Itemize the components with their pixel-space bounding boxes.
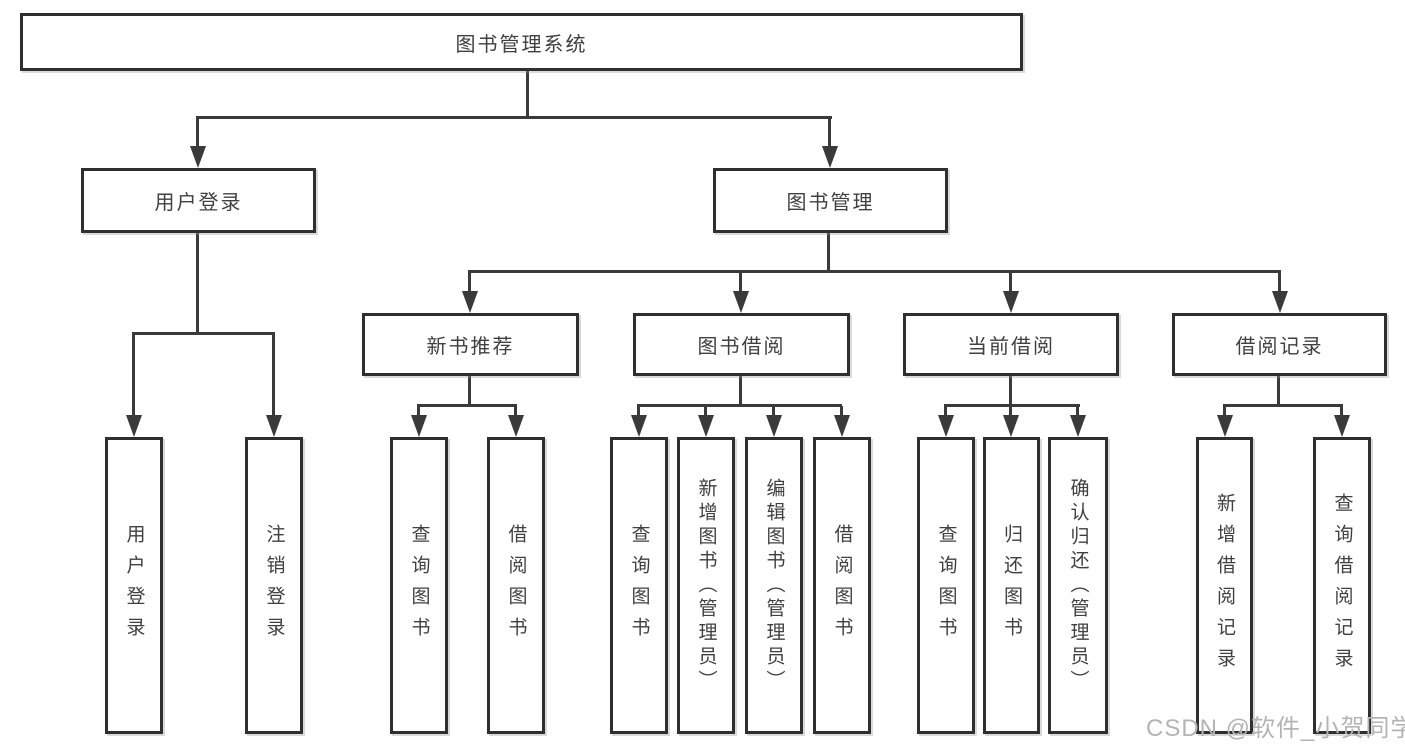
leaf-add-books-admin: 新增图书（管理员） [677, 437, 735, 734]
connector-vline [1223, 406, 1226, 417]
connector-vline [944, 406, 947, 417]
leaf-add-books-admin-label: 新增图书（管理员） [695, 477, 717, 694]
node-library-system-label: 图书管理系统 [455, 33, 588, 56]
leaf-return-books-label: 归还图书 [1001, 523, 1022, 648]
connector-vline [828, 118, 831, 148]
connector-vline [772, 406, 775, 417]
leaf-borrow-books-recommend-label: 借阅图书 [505, 523, 527, 648]
connector-vline [468, 272, 471, 293]
connector-vline [840, 406, 843, 417]
connector-vline [526, 69, 529, 118]
arrow-down-icon [1334, 415, 1350, 437]
node-new-book-recommendation: 新书推荐 [362, 313, 579, 376]
node-user-login: 用户登录 [81, 168, 316, 233]
node-book-borrowing-label: 图书借阅 [697, 336, 786, 358]
arrow-down-icon [126, 415, 142, 437]
node-user-login-label: 用户登录 [154, 192, 243, 214]
node-book-borrowing: 图书借阅 [633, 313, 850, 376]
leaf-borrow-books-recommend: 借阅图书 [487, 437, 545, 734]
arrow-down-icon [190, 146, 206, 168]
leaf-query-books-borrowing: 查询图书 [610, 437, 668, 734]
connector-vline [739, 272, 742, 293]
leaf-query-books-current: 查询图书 [917, 437, 975, 734]
leaf-user-login: 用户登录 [105, 437, 163, 734]
arrow-down-icon [1272, 291, 1288, 313]
arrow-down-icon [508, 415, 524, 437]
connector-hline [944, 404, 1080, 407]
arrow-down-icon [1003, 415, 1019, 437]
node-new-book-recommendation-label: 新书推荐 [426, 336, 515, 358]
leaf-borrow-books-label: 借阅图书 [831, 523, 853, 648]
connector-vline [468, 374, 471, 406]
leaf-logout-label: 注销登录 [263, 523, 285, 648]
connector-vline [1076, 406, 1079, 417]
connector-vline [417, 406, 420, 417]
node-library-system: 图书管理系统 [20, 13, 1023, 71]
arrow-down-icon [822, 146, 838, 168]
leaf-return-books: 归还图书 [983, 437, 1040, 734]
leaf-confirm-return-admin: 确认归还（管理员） [1048, 437, 1108, 734]
connector-hline [468, 270, 1281, 273]
node-borrowing-records: 借阅记录 [1172, 313, 1387, 376]
connector-vline [196, 118, 199, 148]
connector-vline [1009, 374, 1012, 406]
node-borrowing-records-label: 借阅记录 [1235, 336, 1324, 358]
arrow-down-icon [631, 415, 647, 437]
leaf-query-books-borrowing-label: 查询图书 [628, 523, 650, 648]
leaf-query-books-current-label: 查询图书 [935, 523, 957, 648]
arrow-down-icon [411, 415, 427, 437]
connector-hline [1223, 404, 1343, 407]
arrow-down-icon [266, 415, 282, 437]
arrow-down-icon [766, 415, 782, 437]
arrow-down-icon [1070, 415, 1086, 437]
connector-vline [196, 231, 199, 334]
connector-hline [132, 332, 275, 335]
connector-vline [1340, 406, 1343, 417]
leaf-edit-books-admin-label: 编辑图书（管理员） [763, 477, 785, 694]
connector-vline [1009, 406, 1012, 417]
leaf-query-books-recommend-label: 查询图书 [408, 523, 430, 648]
connector-hline [637, 404, 842, 407]
connector-hline [196, 116, 832, 119]
connector-vline [514, 406, 517, 417]
watermark: CSDN @软件_小贺同学 [1146, 715, 1405, 742]
connector-vline [1277, 374, 1280, 406]
leaf-borrow-books: 借阅图书 [813, 437, 871, 734]
leaf-logout: 注销登录 [245, 437, 303, 734]
arrow-down-icon [834, 415, 850, 437]
leaf-query-borrow-record-label: 查询借阅记录 [1331, 492, 1353, 679]
arrow-down-icon [698, 415, 714, 437]
node-book-management-label: 图书管理 [786, 192, 875, 214]
leaf-confirm-return-admin-label: 确认归还（管理员） [1067, 477, 1089, 694]
leaf-edit-books-admin: 编辑图书（管理员） [745, 437, 803, 734]
arrow-down-icon [1003, 291, 1019, 313]
connector-vline [272, 334, 275, 417]
node-book-management: 图书管理 [713, 168, 948, 233]
arrow-down-icon [1217, 415, 1233, 437]
connector-vline [827, 233, 830, 272]
connector-vline [132, 334, 135, 417]
node-current-borrowing: 当前借阅 [903, 313, 1119, 376]
arrow-down-icon [733, 291, 749, 313]
connector-vline [704, 406, 707, 417]
arrow-down-icon [462, 291, 478, 313]
node-current-borrowing-label: 当前借阅 [967, 336, 1055, 358]
leaf-query-books-recommend: 查询图书 [390, 437, 448, 734]
connector-vline [739, 374, 742, 406]
leaf-query-borrow-record: 查询借阅记录 [1313, 437, 1371, 734]
connector-vline [637, 406, 640, 417]
arrow-down-icon [938, 415, 954, 437]
leaf-add-borrow-record: 新增借阅记录 [1196, 437, 1253, 734]
connector-vline [1278, 272, 1281, 293]
connector-hline [417, 404, 517, 407]
connector-vline [1009, 272, 1012, 293]
leaf-add-borrow-record-label: 新增借阅记录 [1214, 492, 1235, 679]
leaf-user-login-label: 用户登录 [123, 523, 145, 648]
